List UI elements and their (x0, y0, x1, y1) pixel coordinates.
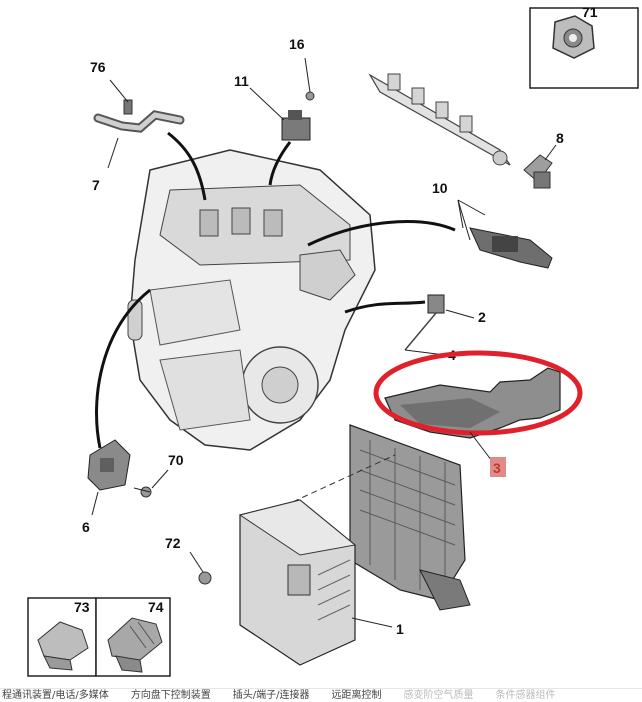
callout-8: 8 (556, 130, 564, 146)
nav-item-steering-controls[interactable]: 方向盘下控制装置 (130, 690, 211, 701)
ecu-unit: 1 (238, 499, 404, 666)
callout-72: 72 (165, 535, 181, 551)
map-sensor: 11 16 (234, 36, 315, 141)
bracket-4 (373, 350, 583, 439)
callout-10: 10 (432, 180, 448, 196)
callout-74: 74 (148, 599, 164, 615)
callout-76: 76 (90, 59, 106, 75)
bottom-category-nav: 程通讯装置/电话/多媒体 方向盘下控制装置 插头/端子/连接器 远距离控制 感变… (0, 688, 642, 702)
vent-pipe: 76 7 (90, 59, 185, 193)
connector-lines (95, 131, 456, 449)
pressure-sensor: 8 (523, 130, 564, 189)
callout-3: 3 (493, 460, 501, 476)
inset-73: 73 (27, 597, 97, 677)
engine-block (127, 149, 376, 451)
nav-item-sensor-assembly[interactable]: 条件感器组件 (495, 690, 556, 701)
highlight-ellipse (373, 350, 583, 436)
ecu-mount-plate: 3 (349, 424, 506, 611)
callout-3-badge (490, 457, 506, 477)
callout-7: 7 (92, 177, 100, 193)
inset-74: 74 (95, 597, 171, 677)
callout-71: 71 (582, 4, 598, 20)
nav-item-remote-control[interactable]: 远距离控制 (331, 690, 382, 701)
sensor-10: 10 (432, 180, 553, 269)
callout-6: 6 (82, 519, 90, 535)
callout-2: 2 (478, 309, 486, 325)
callout-16: 16 (289, 36, 305, 52)
fuel-rail (368, 73, 511, 166)
callout-1: 1 (396, 621, 404, 637)
sensor-6: 70 6 (82, 439, 184, 535)
callout-70: 70 (168, 452, 184, 468)
nav-item-communication[interactable]: 程通讯装置/电话/多媒体 (2, 690, 109, 701)
screw-72: 72 (165, 535, 212, 585)
nav-item-air-quality[interactable]: 感变阶空气质量 (403, 690, 474, 701)
callout-73: 73 (74, 599, 90, 615)
callout-11: 11 (234, 73, 249, 89)
nav-item-connectors[interactable]: 插头/端子/连接器 (232, 690, 310, 701)
inset-nut: 71 (529, 4, 639, 89)
